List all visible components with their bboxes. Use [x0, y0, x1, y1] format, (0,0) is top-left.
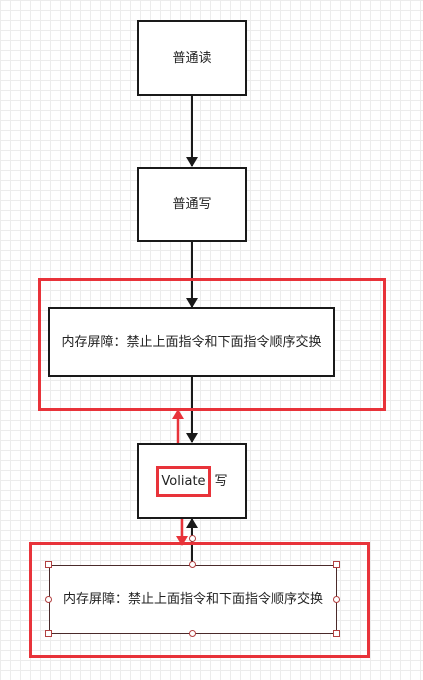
resize-handle-top-left-icon[interactable] [45, 561, 52, 568]
node-normal-write-label: 普通写 [172, 197, 212, 212]
resize-handle-bottom-left-icon[interactable] [45, 630, 52, 637]
rotate-handle-icon[interactable] [189, 535, 196, 542]
node-memory-barrier-top-label: 内存屏障：禁止上面指令和下面指令顺序交换 [61, 334, 322, 350]
node-memory-barrier-top[interactable]: 内存屏障：禁止上面指令和下面指令顺序交换 [48, 307, 335, 377]
resize-handle-right-icon[interactable] [333, 596, 340, 603]
node-normal-read[interactable]: 普通读 [137, 20, 247, 96]
resize-handle-top-icon[interactable] [189, 561, 196, 568]
highlight-frame-top [38, 278, 386, 411]
resize-handle-left-icon[interactable] [45, 596, 52, 603]
volatile-keyword-highlight: Voliate [156, 465, 211, 497]
highlight-frame-bottom [29, 542, 370, 658]
node-normal-read-label: 普通读 [172, 50, 212, 66]
resize-handle-top-right-icon[interactable] [333, 561, 340, 568]
resize-handle-bottom-right-icon[interactable] [333, 630, 340, 637]
node-memory-barrier-bottom[interactable]: 内存屏障：禁止上面指令和下面指令顺序交换 [49, 565, 337, 634]
node-normal-write[interactable]: 普通写 [137, 167, 247, 242]
volatile-write-suffix: 写 [214, 473, 228, 489]
resize-handle-bottom-icon[interactable] [189, 630, 196, 637]
node-memory-barrier-bottom-label: 内存屏障：禁止上面指令和下面指令顺序交换 [62, 592, 323, 607]
